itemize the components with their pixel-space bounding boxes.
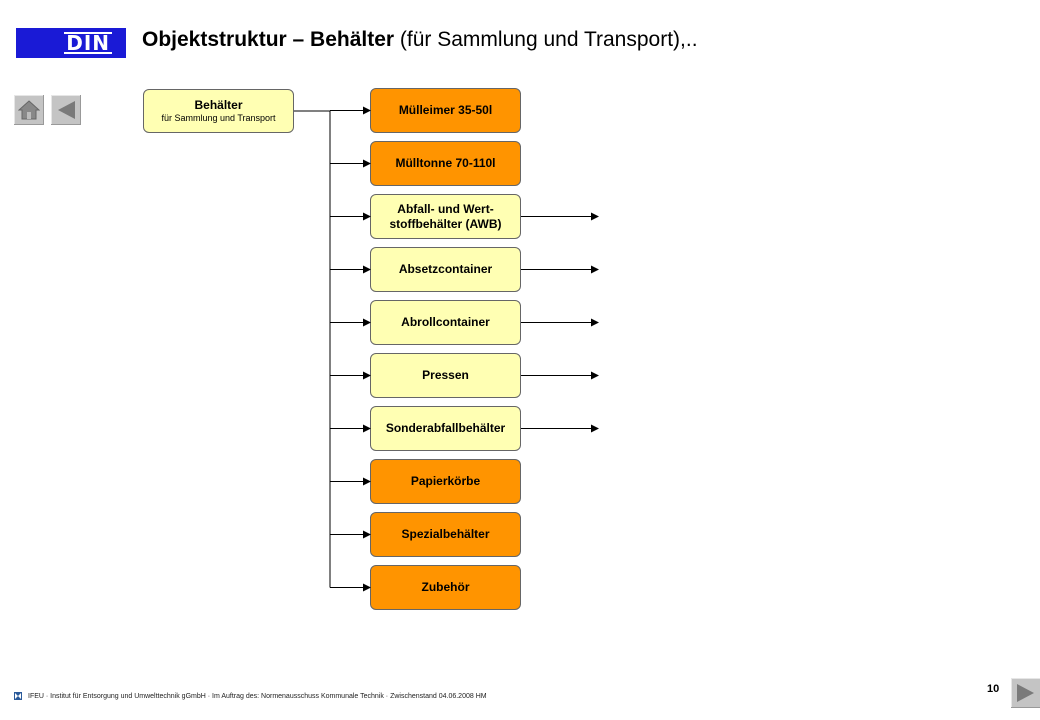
child-node-label: Sonderabfallbehälter — [385, 421, 506, 435]
root-node-subtitle: für Sammlung und Transport — [161, 113, 276, 123]
child-node-label: Spezialbehälter — [401, 527, 490, 541]
child-node: Absetzcontainer — [370, 247, 521, 292]
child-node: Spezialbehälter — [370, 512, 521, 557]
back-button[interactable] — [51, 95, 81, 125]
root-node: Behälter für Sammlung und Transport — [143, 89, 294, 133]
home-button[interactable] — [14, 95, 44, 125]
footer: IFEU · Institut für Entsorgung und Umwel… — [14, 692, 487, 700]
child-node: Abrollcontainer — [370, 300, 521, 345]
triangle-left-icon — [58, 101, 75, 119]
page-number: 10 — [987, 683, 1000, 695]
child-node: Pressen — [370, 353, 521, 398]
child-node-label: Papierkörbe — [410, 474, 481, 488]
child-node: Mülltonne 70-110l — [370, 141, 521, 186]
child-node: Papierkörbe — [370, 459, 521, 504]
child-node-label: Mülltonne 70-110l — [395, 156, 496, 170]
din-logo: DIN — [16, 28, 126, 58]
ifeu-logo-icon — [14, 692, 22, 700]
triangle-right-icon — [1017, 684, 1034, 702]
child-node: Sonderabfallbehälter — [370, 406, 521, 451]
page-title-normal: (für Sammlung und Transport),.. — [394, 28, 698, 51]
child-node: Zubehör — [370, 565, 521, 610]
child-node-label: Mülleimer 35-50l — [398, 103, 493, 117]
page-title: Objektstruktur – Behälter (für Sammlung … — [142, 28, 698, 52]
root-node-title: Behälter — [194, 98, 243, 112]
din-logo-text: DIN — [64, 31, 112, 55]
child-node-label: Pressen — [422, 368, 469, 382]
child-node-label: Abfall- und Wert- stoffbehälter (AWB) — [389, 201, 502, 231]
child-node-label: Absetzcontainer — [398, 262, 493, 276]
next-button[interactable] — [1011, 678, 1040, 708]
footer-text: IFEU · Institut für Entsorgung und Umwel… — [28, 692, 487, 700]
home-icon — [18, 100, 40, 120]
child-node-label: Abrollcontainer — [401, 315, 490, 329]
child-node: Mülleimer 35-50l — [370, 88, 521, 133]
child-node-label: Zubehör — [421, 580, 470, 594]
child-node: Abfall- und Wert- stoffbehälter (AWB) — [370, 194, 521, 239]
page-title-bold: Objektstruktur – Behälter — [142, 28, 395, 51]
